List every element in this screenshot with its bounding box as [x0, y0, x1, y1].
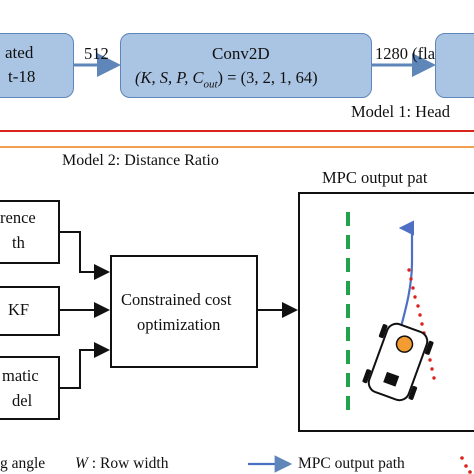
model2-caption: Model 2: Distance Ratio [62, 152, 219, 169]
mpc-panel-title: MPC output pat [322, 168, 428, 187]
optimizer-line2: optimization [137, 315, 221, 334]
backbone-label-line2: t-18 [8, 67, 36, 86]
conv2d-params-tail: ) = (3, 2, 1, 64) [217, 68, 318, 87]
legend-row-width: W : Row width [75, 456, 168, 472]
arrow1-label: 512 [84, 44, 109, 63]
legend-row-width-text: : Row width [87, 455, 169, 472]
model1-caption: Model 1: Head [351, 102, 450, 121]
optimizer-box [110, 255, 258, 368]
input1-line1: rence [0, 208, 36, 227]
input2-label: KF [8, 300, 30, 319]
optimizer-line1: Constrained cost [121, 290, 232, 309]
conv2d-params: (K, S, P, Cout) = (3, 2, 1, 64) [135, 68, 318, 91]
backbone-label-line1: ated [5, 43, 34, 62]
input3-line1: matic [2, 366, 39, 385]
input-box-kf [0, 286, 60, 336]
robot-icon [362, 322, 434, 402]
backbone-box [0, 33, 74, 98]
mpc-panel [298, 192, 474, 432]
conv2d-params-sub: out [203, 78, 218, 91]
legend-steering-angle: g angle [0, 455, 46, 472]
input3-line2: del [12, 391, 33, 410]
next-box-partial [435, 33, 474, 98]
conv2d-title: Conv2D [212, 44, 270, 63]
conv2d-params-head: (K, S, P, C [135, 68, 204, 87]
legend-row-width-symbol: W [75, 455, 88, 472]
arrow2-label: 1280 (flat) [375, 44, 446, 63]
arrow-input3-to-optimizer [60, 342, 110, 389]
input-box-reference-path [0, 200, 60, 264]
input-box-kinematic-model [0, 356, 60, 420]
arrow-input1-to-optimizer [60, 231, 110, 280]
legend-mpc-output-path: MPC output path [298, 455, 405, 472]
conv2d-box [120, 33, 372, 98]
input1-line2: th [12, 233, 25, 252]
legend-reference-dots [460, 456, 472, 474]
